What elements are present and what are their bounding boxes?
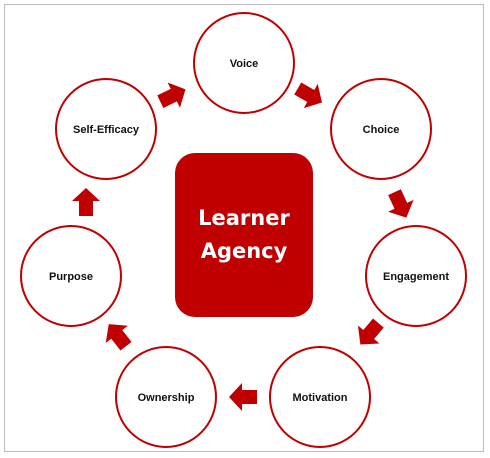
node-engagement: Engagement [365, 225, 467, 327]
node-motivation-label: Motivation [293, 392, 348, 404]
node-voice: Voice [193, 12, 295, 114]
node-voice-label: Voice [230, 58, 259, 70]
arrow-voice-to-choice-icon [290, 76, 329, 115]
node-purpose-label: Purpose [49, 271, 93, 283]
node-choice-label: Choice [363, 124, 400, 136]
arrow-engagement-to-motivation-icon [349, 314, 390, 354]
arrow-purpose-to-self-efficacy-icon [72, 188, 100, 216]
node-choice: Choice [330, 78, 432, 180]
node-engagement-label: Engagement [383, 271, 449, 283]
center-title-line2: Agency [201, 239, 288, 263]
node-self-efficacy-label: Self-Efficacy [73, 124, 140, 136]
center-title-line1: Learner [198, 206, 290, 230]
arrow-choice-to-engagement-icon [381, 186, 420, 224]
node-motivation: Motivation [269, 346, 371, 448]
node-self-efficacy: Self-Efficacy [55, 78, 157, 180]
center-box [175, 153, 313, 317]
node-ownership: Ownership [115, 346, 217, 448]
arrow-motivation-to-ownership-icon [229, 383, 257, 411]
node-ownership-label: Ownership [138, 392, 195, 404]
arrow-self-efficacy-to-voice-icon [154, 76, 192, 115]
node-purpose: Purpose [20, 225, 122, 327]
arrow-ownership-to-purpose-icon [97, 315, 138, 355]
